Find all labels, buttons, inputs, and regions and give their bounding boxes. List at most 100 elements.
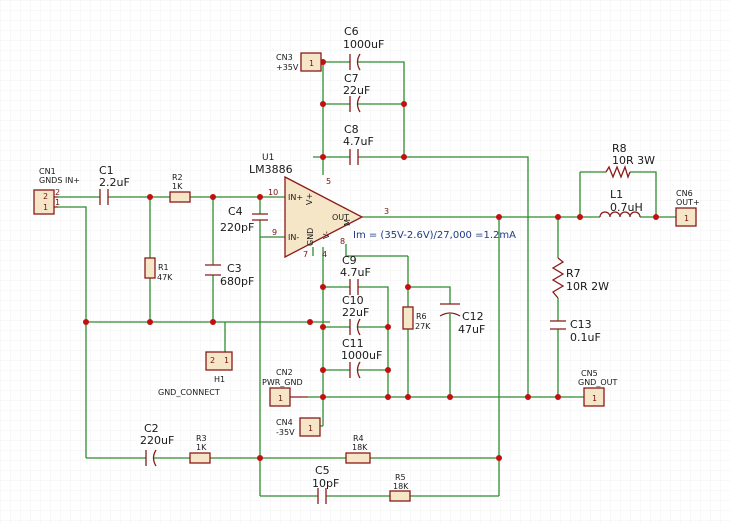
bias-current-annotation: Im = (35V-2.6V)/27,000 =1.2mA xyxy=(353,230,516,241)
cn2-value: PWR_GND xyxy=(262,378,303,387)
r6-ref: R6 xyxy=(416,312,427,321)
connector-cn5[interactable]: 1 CN5 GND_OUT xyxy=(578,369,617,407)
capacitor-c11[interactable]: C11 1000uF xyxy=(341,337,382,379)
svg-text:1: 1 xyxy=(308,424,313,433)
c7-ref: C7 xyxy=(344,72,359,85)
inductor-l1[interactable]: L1 0.7uH xyxy=(599,188,643,218)
r2-ref: R2 xyxy=(172,173,183,182)
cn2-ref: CN2 xyxy=(276,368,293,377)
resistor-r3[interactable]: R3 1K xyxy=(189,434,211,464)
connector-cn2[interactable]: 1 CN2 PWR_GND xyxy=(262,368,308,407)
capacitor-c5[interactable]: C5 10pF xyxy=(312,464,339,504)
connector-cn4[interactable]: 1 CN4 -35V xyxy=(276,417,321,437)
capacitor-c13[interactable]: C13 0.1uF xyxy=(550,318,601,344)
r8-value: 10R 3W xyxy=(612,154,655,167)
capacitor-c4[interactable]: C4 220pF xyxy=(220,205,268,234)
c9-ref: C9 xyxy=(342,254,357,267)
r3-value: 1K xyxy=(196,443,207,452)
cn1-ref: CN1 xyxy=(39,167,56,176)
capacitor-c6[interactable]: C6 1000uF xyxy=(343,25,384,71)
c5-ref: C5 xyxy=(315,464,330,477)
r5-value: 18K xyxy=(393,482,409,491)
c11-value: 1000uF xyxy=(341,349,382,362)
resistor-r5[interactable]: R5 18K xyxy=(389,473,411,502)
resistor-r4[interactable]: R4 18K xyxy=(345,434,371,464)
svg-text:2: 2 xyxy=(43,192,48,201)
r4-value: 18K xyxy=(352,443,368,452)
capacitor-c3[interactable]: C3 680pF xyxy=(205,262,254,288)
capacitor-c10[interactable]: C10 22uF xyxy=(342,294,369,336)
r5-ref: R5 xyxy=(395,473,406,482)
c8-ref: C8 xyxy=(344,123,359,136)
r8-ref: R8 xyxy=(612,142,627,155)
h1-ref: H1 xyxy=(214,375,225,384)
resistor-r6[interactable]: R6 27K xyxy=(402,306,431,331)
u1-in-minus-label: IN- xyxy=(288,233,299,242)
r3-ref: R3 xyxy=(196,434,207,443)
capacitor-c12[interactable]: C12 47uF xyxy=(439,303,485,336)
cn3-ref: CN3 xyxy=(276,53,293,62)
connector-cn1[interactable]: 2 1 2 1 CN1 GNDS IN+ xyxy=(33,167,80,215)
u1-pin-3: 3 xyxy=(384,207,389,216)
c13-ref: C13 xyxy=(570,318,592,331)
u1-out-label: OUT xyxy=(332,213,349,222)
opamp-u1[interactable]: U1 LM3886 IN+ IN- OUT V+ V- GND M 10 9 5… xyxy=(249,153,389,259)
u1-in-plus-label: IN+ xyxy=(288,193,303,202)
c1-value: 2.2uF xyxy=(99,176,130,189)
c4-ref: C4 xyxy=(228,205,243,218)
c6-ref: C6 xyxy=(344,25,359,38)
c9-value: 4.7uF xyxy=(340,266,371,279)
svg-text:2: 2 xyxy=(55,188,60,197)
svg-text:1: 1 xyxy=(55,198,60,207)
c10-value: 22uF xyxy=(342,306,369,319)
capacitor-c8[interactable]: C8 4.7uF xyxy=(343,123,374,165)
capacitor-c2[interactable]: C2 220uF xyxy=(140,422,174,467)
svg-text:1: 1 xyxy=(684,214,689,223)
u1-pin-5: 5 xyxy=(326,177,331,186)
capacitor-c1[interactable]: C1 2.2uF xyxy=(99,164,130,205)
c2-value: 220uF xyxy=(140,434,174,447)
connector-cn3[interactable]: 1 CN3 +35V xyxy=(276,52,322,72)
c3-value: 680pF xyxy=(220,275,254,288)
connector-cn6[interactable]: 1 CN6 OUT+ xyxy=(675,189,700,227)
l1-value: 0.7uH xyxy=(610,201,643,214)
c5-value: 10pF xyxy=(312,477,339,490)
r1-ref: R1 xyxy=(158,263,169,272)
cn4-ref: CN4 xyxy=(276,418,293,427)
resistor-r1[interactable]: R1 47K xyxy=(144,257,173,282)
cn5-ref: CN5 xyxy=(581,369,598,378)
c12-value: 47uF xyxy=(458,323,485,336)
r2-value: 1K xyxy=(172,182,183,191)
cn5-value: GND_OUT xyxy=(578,378,617,387)
u1-vminus-label: V- xyxy=(322,231,331,239)
svg-text:1: 1 xyxy=(592,394,597,403)
capacitor-c9[interactable]: C9 4.7uF xyxy=(340,254,371,295)
h1-value: GND_CONNECT xyxy=(158,388,220,397)
c4-value: 220pF xyxy=(220,221,254,234)
svg-text:1: 1 xyxy=(309,59,314,68)
header-h1[interactable]: 2 1 H1 GND_CONNECT xyxy=(158,351,233,397)
u1-pin-4: 4 xyxy=(322,250,327,259)
c10-ref: C10 xyxy=(342,294,364,307)
cn4-value: -35V xyxy=(276,428,295,437)
u1-gnd-label: GND xyxy=(306,228,315,246)
resistor-r2[interactable]: R2 1K xyxy=(169,173,191,203)
resistor-r8[interactable]: R8 10R 3W xyxy=(605,142,655,179)
c1-ref: C1 xyxy=(99,164,114,177)
r1-value: 47K xyxy=(157,273,173,282)
cn1-value: GNDS IN+ xyxy=(39,176,80,185)
u1-m-label: M xyxy=(343,219,352,226)
c7-value: 22uF xyxy=(343,84,370,97)
r7-value: 10R 2W xyxy=(566,280,609,293)
capacitor-c7[interactable]: C7 22uF xyxy=(343,72,370,113)
u1-ref: U1 xyxy=(262,153,274,163)
c3-ref: C3 xyxy=(227,262,242,275)
c13-value: 0.1uF xyxy=(570,331,601,344)
c2-ref: C2 xyxy=(144,422,159,435)
u1-pin-10: 10 xyxy=(268,188,278,197)
svg-text:1: 1 xyxy=(224,356,229,365)
resistor-r7[interactable]: R7 10R 2W xyxy=(551,257,609,299)
junction-dots xyxy=(83,59,659,461)
